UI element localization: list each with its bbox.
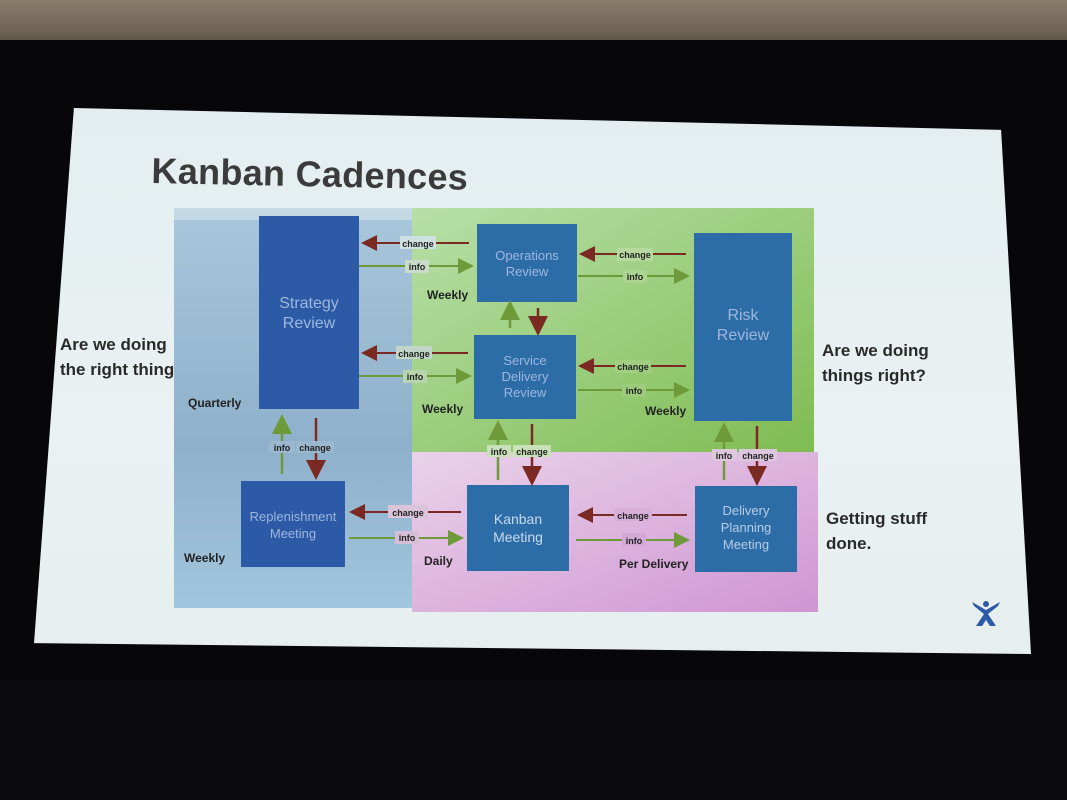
- operations-label-2: Review: [506, 264, 549, 279]
- arrow-strategy-replenishment-vertical: info change: [269, 414, 334, 480]
- change-label: change: [619, 250, 651, 260]
- change-label: change: [402, 239, 434, 249]
- service-label-1: Service: [503, 353, 546, 368]
- operations-review-box: Operations Review: [477, 224, 577, 302]
- strategy-cadence: Quarterly: [188, 396, 242, 410]
- change-label: change: [299, 443, 331, 453]
- operations-cadence: Weekly: [427, 288, 468, 302]
- kanban-label-1: Kanban: [494, 511, 542, 527]
- replenishment-cadence: Weekly: [184, 551, 225, 565]
- service-label-3: Review: [504, 385, 547, 400]
- arrow-service-kanban-vertical: info change: [487, 420, 551, 486]
- atlassian-logo-icon: [972, 601, 1000, 626]
- info-label: info: [716, 451, 733, 461]
- arrow-kanban-delivery: change info: [576, 507, 690, 548]
- kanban-label-2: Meeting: [493, 529, 543, 545]
- delivery-label-2: Planning: [721, 520, 772, 535]
- change-label: change: [392, 508, 424, 518]
- service-cadence: Weekly: [422, 402, 463, 416]
- arrow-operations-service-vertical: [500, 300, 548, 336]
- operations-label-1: Operations: [495, 248, 559, 263]
- info-label: info: [627, 272, 644, 282]
- risk-cadence: Weekly: [645, 404, 686, 418]
- change-label: change: [742, 451, 774, 461]
- slide-title: Kanban Cadences: [151, 150, 469, 198]
- strategy-label-2: Review: [283, 315, 336, 332]
- strategy-label-1: Strategy: [279, 295, 339, 312]
- replenishment-label-1: Replenishment: [250, 509, 337, 524]
- kanban-meeting-box: Kanban Meeting: [467, 485, 569, 571]
- info-label: info: [274, 443, 291, 453]
- arrow-strategy-operations: change info: [359, 235, 474, 274]
- risk-label-1: Risk: [727, 307, 759, 324]
- delivery-label-1: Delivery: [723, 503, 770, 518]
- risk-label-2: Review: [717, 327, 770, 344]
- change-label: change: [516, 447, 548, 457]
- delivery-label-3: Meeting: [723, 537, 769, 552]
- arrow-replenishment-kanban: change info: [349, 504, 464, 546]
- delivery-cadence: Per Delivery: [619, 557, 689, 571]
- info-label: info: [626, 386, 643, 396]
- info-label: info: [491, 447, 508, 457]
- info-label: info: [409, 262, 426, 272]
- kanban-cadence-diagram: Strategy Review Quarterly Operations Rev…: [174, 208, 818, 612]
- info-label: info: [407, 372, 424, 382]
- arrow-service-risk: change info: [578, 358, 690, 398]
- question-right-thing: Are we doing the right thing?: [60, 335, 185, 379]
- arrow-risk-delivery-vertical: info change: [712, 422, 777, 486]
- service-label-2: Delivery: [502, 369, 549, 384]
- change-label: change: [398, 349, 430, 359]
- change-label: change: [617, 511, 649, 521]
- info-label: info: [626, 536, 643, 546]
- arrow-operations-risk: change info: [578, 246, 690, 284]
- replenishment-label-2: Meeting: [270, 526, 316, 541]
- arrow-strategy-service: change info: [359, 345, 472, 384]
- risk-review-box: Risk Review: [694, 233, 792, 421]
- info-label: info: [399, 533, 416, 543]
- getting-stuff-done: Getting stuff done.: [826, 509, 928, 553]
- delivery-planning-meeting-box: Delivery Planning Meeting: [695, 486, 797, 572]
- replenishment-meeting-box: Replenishment Meeting: [241, 481, 345, 567]
- kanban-cadence: Daily: [424, 554, 453, 568]
- question-things-right: Are we doing things right?: [822, 341, 929, 385]
- service-delivery-review-box: Service Delivery Review: [474, 335, 576, 419]
- strategy-review-box: Strategy Review: [259, 216, 359, 409]
- change-label: change: [617, 362, 649, 372]
